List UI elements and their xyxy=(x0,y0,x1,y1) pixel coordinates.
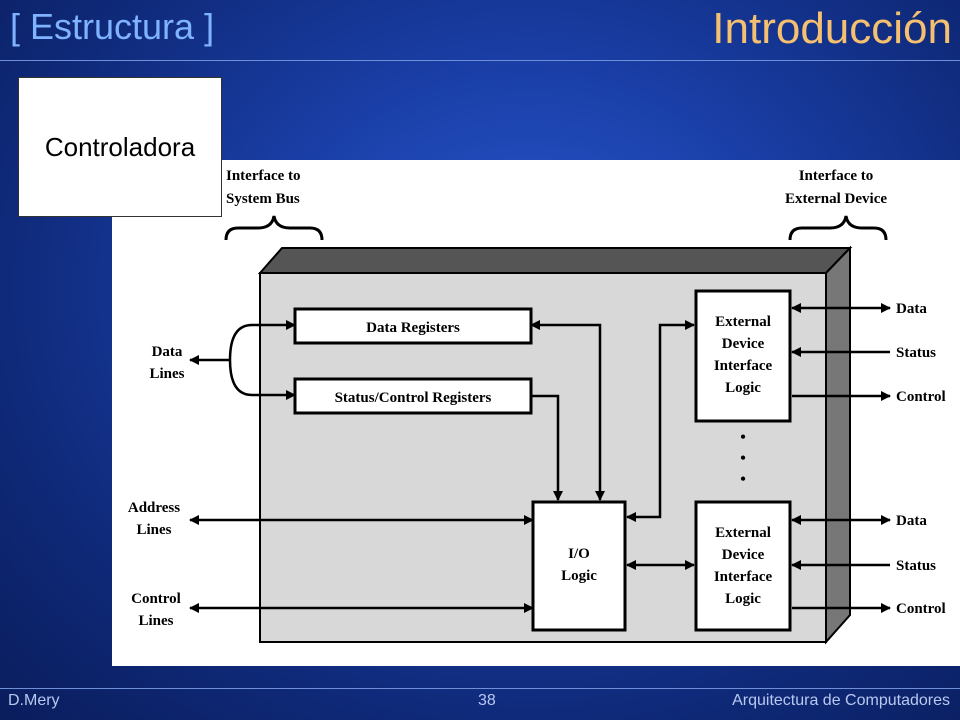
external-logic-bottom-line1: External xyxy=(715,525,771,541)
address-lines-line1: Address xyxy=(128,500,180,516)
io-logic-line2: Logic xyxy=(561,568,597,584)
footer-divider xyxy=(0,688,960,689)
footer-course: Arquitectura de Computadores xyxy=(732,692,950,709)
footer-page-number: 38 xyxy=(478,692,496,709)
ext-bottom-control-label: Control xyxy=(896,601,946,617)
data-lines-fork xyxy=(228,320,296,400)
section-label: [ Estructura ] xyxy=(10,6,215,47)
external-logic-top-line1: External xyxy=(715,314,771,330)
system-bus-brace xyxy=(224,215,324,241)
controladora-callout: Controladora xyxy=(18,77,222,217)
interface-external-device-line2: External Device xyxy=(785,191,887,207)
control-lines-line2: Lines xyxy=(138,613,173,629)
io-module-diagram: Interface to System Bus Interface to Ext… xyxy=(128,168,946,645)
ext-bottom-status-label: Status xyxy=(896,558,936,574)
interface-external-device-line1: Interface to xyxy=(799,168,874,184)
external-logic-box-top xyxy=(694,289,792,423)
external-logic-box-bottom xyxy=(694,500,792,632)
address-lines-line2: Lines xyxy=(136,522,171,538)
external-logic-top-line2: Device xyxy=(722,336,765,352)
footer-author: D.Mery xyxy=(8,692,60,709)
external-device-brace xyxy=(788,215,888,241)
io-logic-box xyxy=(531,500,627,632)
external-logic-top-line3: Interface xyxy=(714,358,773,374)
external-logic-bottom-line4: Logic xyxy=(725,591,761,607)
slide-title: Introducción xyxy=(712,4,952,53)
control-lines-line1: Control xyxy=(131,591,181,607)
ext-top-control-label: Control xyxy=(896,389,946,405)
io-logic-line1: I/O xyxy=(568,546,590,562)
ext-bottom-data-label: Data xyxy=(896,513,927,529)
ext-top-status-label: Status xyxy=(896,345,936,361)
external-logic-bottom-line2: Device xyxy=(722,547,765,563)
data-registers-io-arrow xyxy=(530,320,605,501)
data-registers-label: Data Registers xyxy=(366,320,460,336)
ellipsis-dot-3: • xyxy=(740,471,746,488)
external-logic-bottom-line3: Interface xyxy=(714,569,773,585)
header-divider xyxy=(0,60,960,61)
ellipsis-dot-2: • xyxy=(740,450,746,467)
controladora-label: Controladora xyxy=(44,131,196,162)
data-lines-line1: Data xyxy=(152,344,183,360)
figure-panel: Interface to System Bus Interface to Ext… xyxy=(112,160,960,666)
ext-top-data-label: Data xyxy=(896,301,927,317)
status-control-registers-label: Status/Control Registers xyxy=(335,390,492,406)
interface-system-bus-line1: Interface to xyxy=(226,168,301,184)
module-top-face xyxy=(257,247,853,274)
ellipsis-dot-1: • xyxy=(740,429,746,446)
status-registers-io-arrow xyxy=(531,394,563,501)
io-to-external-top-arrow xyxy=(626,320,695,522)
data-lines-line2: Lines xyxy=(149,366,184,382)
external-logic-top-line4: Logic xyxy=(725,380,761,396)
interface-system-bus-line2: System Bus xyxy=(226,191,300,207)
